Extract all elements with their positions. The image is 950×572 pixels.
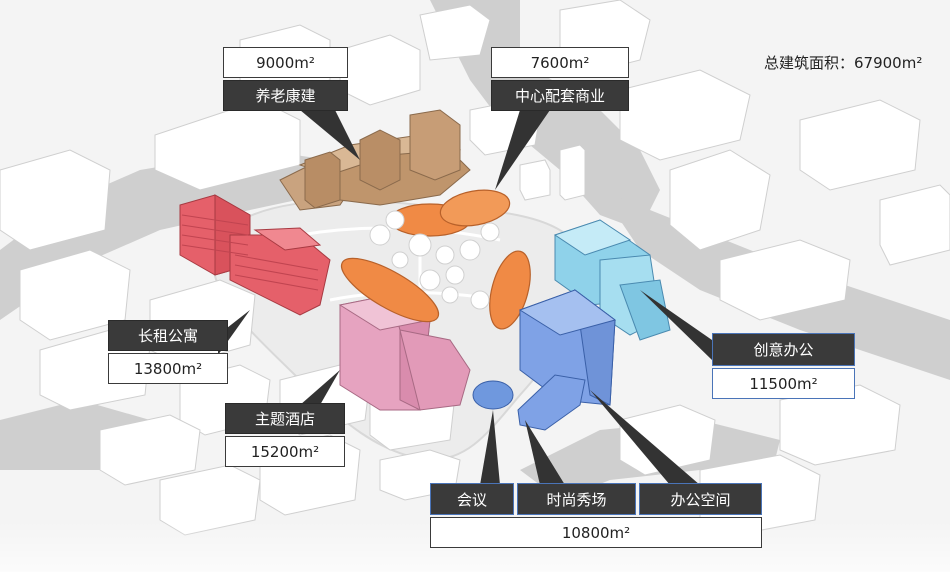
creative-office-name: 创意办公 [712, 333, 855, 366]
commercial-pods [340, 189, 531, 330]
hotel-area: 15200m² [225, 436, 345, 467]
conference-name: 会议 [430, 483, 514, 515]
context-buildings [0, 0, 950, 536]
commercial-name: 中心配套商业 [491, 80, 629, 111]
apartment-building [179, 194, 331, 316]
apartment-name: 长租公寓 [108, 320, 228, 351]
hotel-name: 主题酒店 [225, 403, 345, 434]
conference-hall [472, 380, 514, 410]
elder-care-building [279, 109, 471, 211]
total-floor-area: 总建筑面积：67900m² [764, 54, 923, 72]
apartment-area: 13800m² [108, 353, 228, 384]
trees [369, 210, 500, 310]
office-space-name: 办公空间 [639, 483, 762, 515]
creative-office-area: 11500m² [712, 368, 855, 399]
fashion-show-name: 时尚秀场 [517, 483, 636, 515]
office-space-building [517, 288, 617, 431]
combined-area: 10800m² [430, 517, 762, 548]
elder-care-name: 养老康建 [223, 80, 348, 111]
elder-care-area: 9000m² [223, 47, 348, 78]
creative-office-building [553, 219, 671, 341]
callout-pointers [218, 110, 712, 485]
commercial-area: 7600m² [491, 47, 629, 78]
